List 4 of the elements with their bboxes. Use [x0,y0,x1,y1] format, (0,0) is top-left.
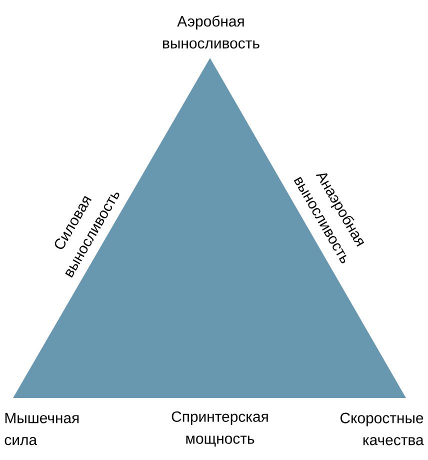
label: Мышечная сила [4,412,79,446]
label: Аэробная выносливость [163,16,260,48]
label: Спринтерская мощность [172,411,268,447]
label: Скоростные качества [340,412,424,446]
